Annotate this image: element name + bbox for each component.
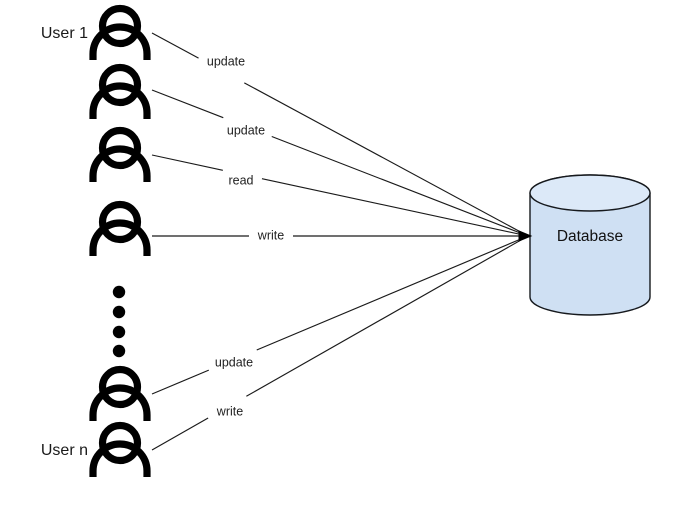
edge-label-write: write: [216, 404, 243, 418]
edge-write-to-database: write: [152, 228, 528, 242]
user-head: [98, 421, 142, 465]
user-person-icon-user-3[interactable]: [89, 126, 151, 183]
user-head: [98, 63, 142, 107]
ellipsis-dot-3: [112, 325, 126, 339]
edge-segment-left: [151, 32, 199, 59]
label-user-first: User 1: [41, 25, 88, 42]
edge-read-to-database: read: [151, 154, 529, 237]
edge-update-to-database: update: [151, 32, 529, 237]
edge-segment-left: [151, 89, 224, 119]
edge-segment-left: [151, 154, 223, 171]
ellipsis-dot-1: [112, 285, 126, 299]
edge-segment-right: [271, 135, 529, 237]
edge-label-write: write: [257, 228, 284, 242]
vertical-ellipsis-group: [112, 285, 126, 358]
user-head: [98, 200, 142, 244]
user-person-icon-user-4[interactable]: [89, 200, 151, 257]
user-shoulders: [89, 82, 151, 119]
user-person-icon-user-6[interactable]: [89, 421, 151, 478]
edge-segment-left: [151, 369, 210, 395]
edge-write-to-database: write: [151, 235, 529, 451]
label-user-last: User n: [41, 442, 88, 459]
edge-update-to-database: update: [151, 235, 529, 395]
edge-segment-right: [261, 178, 529, 237]
edge-update-to-database: update: [151, 89, 529, 237]
ellipsis-dot-4: [112, 344, 126, 358]
user-head: [98, 126, 142, 170]
user-person-icon-user-2[interactable]: [89, 63, 151, 120]
user-head: [98, 365, 142, 409]
edge-segment-right: [246, 235, 529, 397]
edge-segment-right: [244, 82, 529, 237]
actor-labels-group: User 1 User n: [41, 25, 88, 459]
user-shoulders: [89, 440, 151, 477]
arrow-head-icon: [518, 230, 533, 242]
edge-label-update: update: [207, 54, 245, 68]
user-shoulders: [89, 23, 151, 60]
user-person-icon-user-5[interactable]: [89, 365, 151, 422]
connection-edges-group: update update read write update write: [151, 32, 529, 451]
ellipsis-dot-2: [112, 305, 126, 319]
user-actors-group: [89, 4, 151, 478]
user-shoulders: [89, 145, 151, 182]
arrowhead-group: [518, 230, 533, 242]
database-cylinder[interactable]: Database: [529, 174, 651, 316]
edge-segment-right: [256, 235, 529, 351]
edge-segment-left: [151, 417, 209, 451]
edge-label-read: read: [228, 173, 253, 187]
user-head: [98, 4, 142, 48]
database-top-ellipse: [529, 174, 651, 212]
user-shoulders: [89, 219, 151, 256]
user-shoulders: [89, 384, 151, 421]
database-label: Database: [557, 228, 623, 245]
edge-label-update: update: [227, 123, 265, 137]
user-person-icon-user-1[interactable]: [89, 4, 151, 61]
edge-label-update: update: [215, 355, 253, 369]
